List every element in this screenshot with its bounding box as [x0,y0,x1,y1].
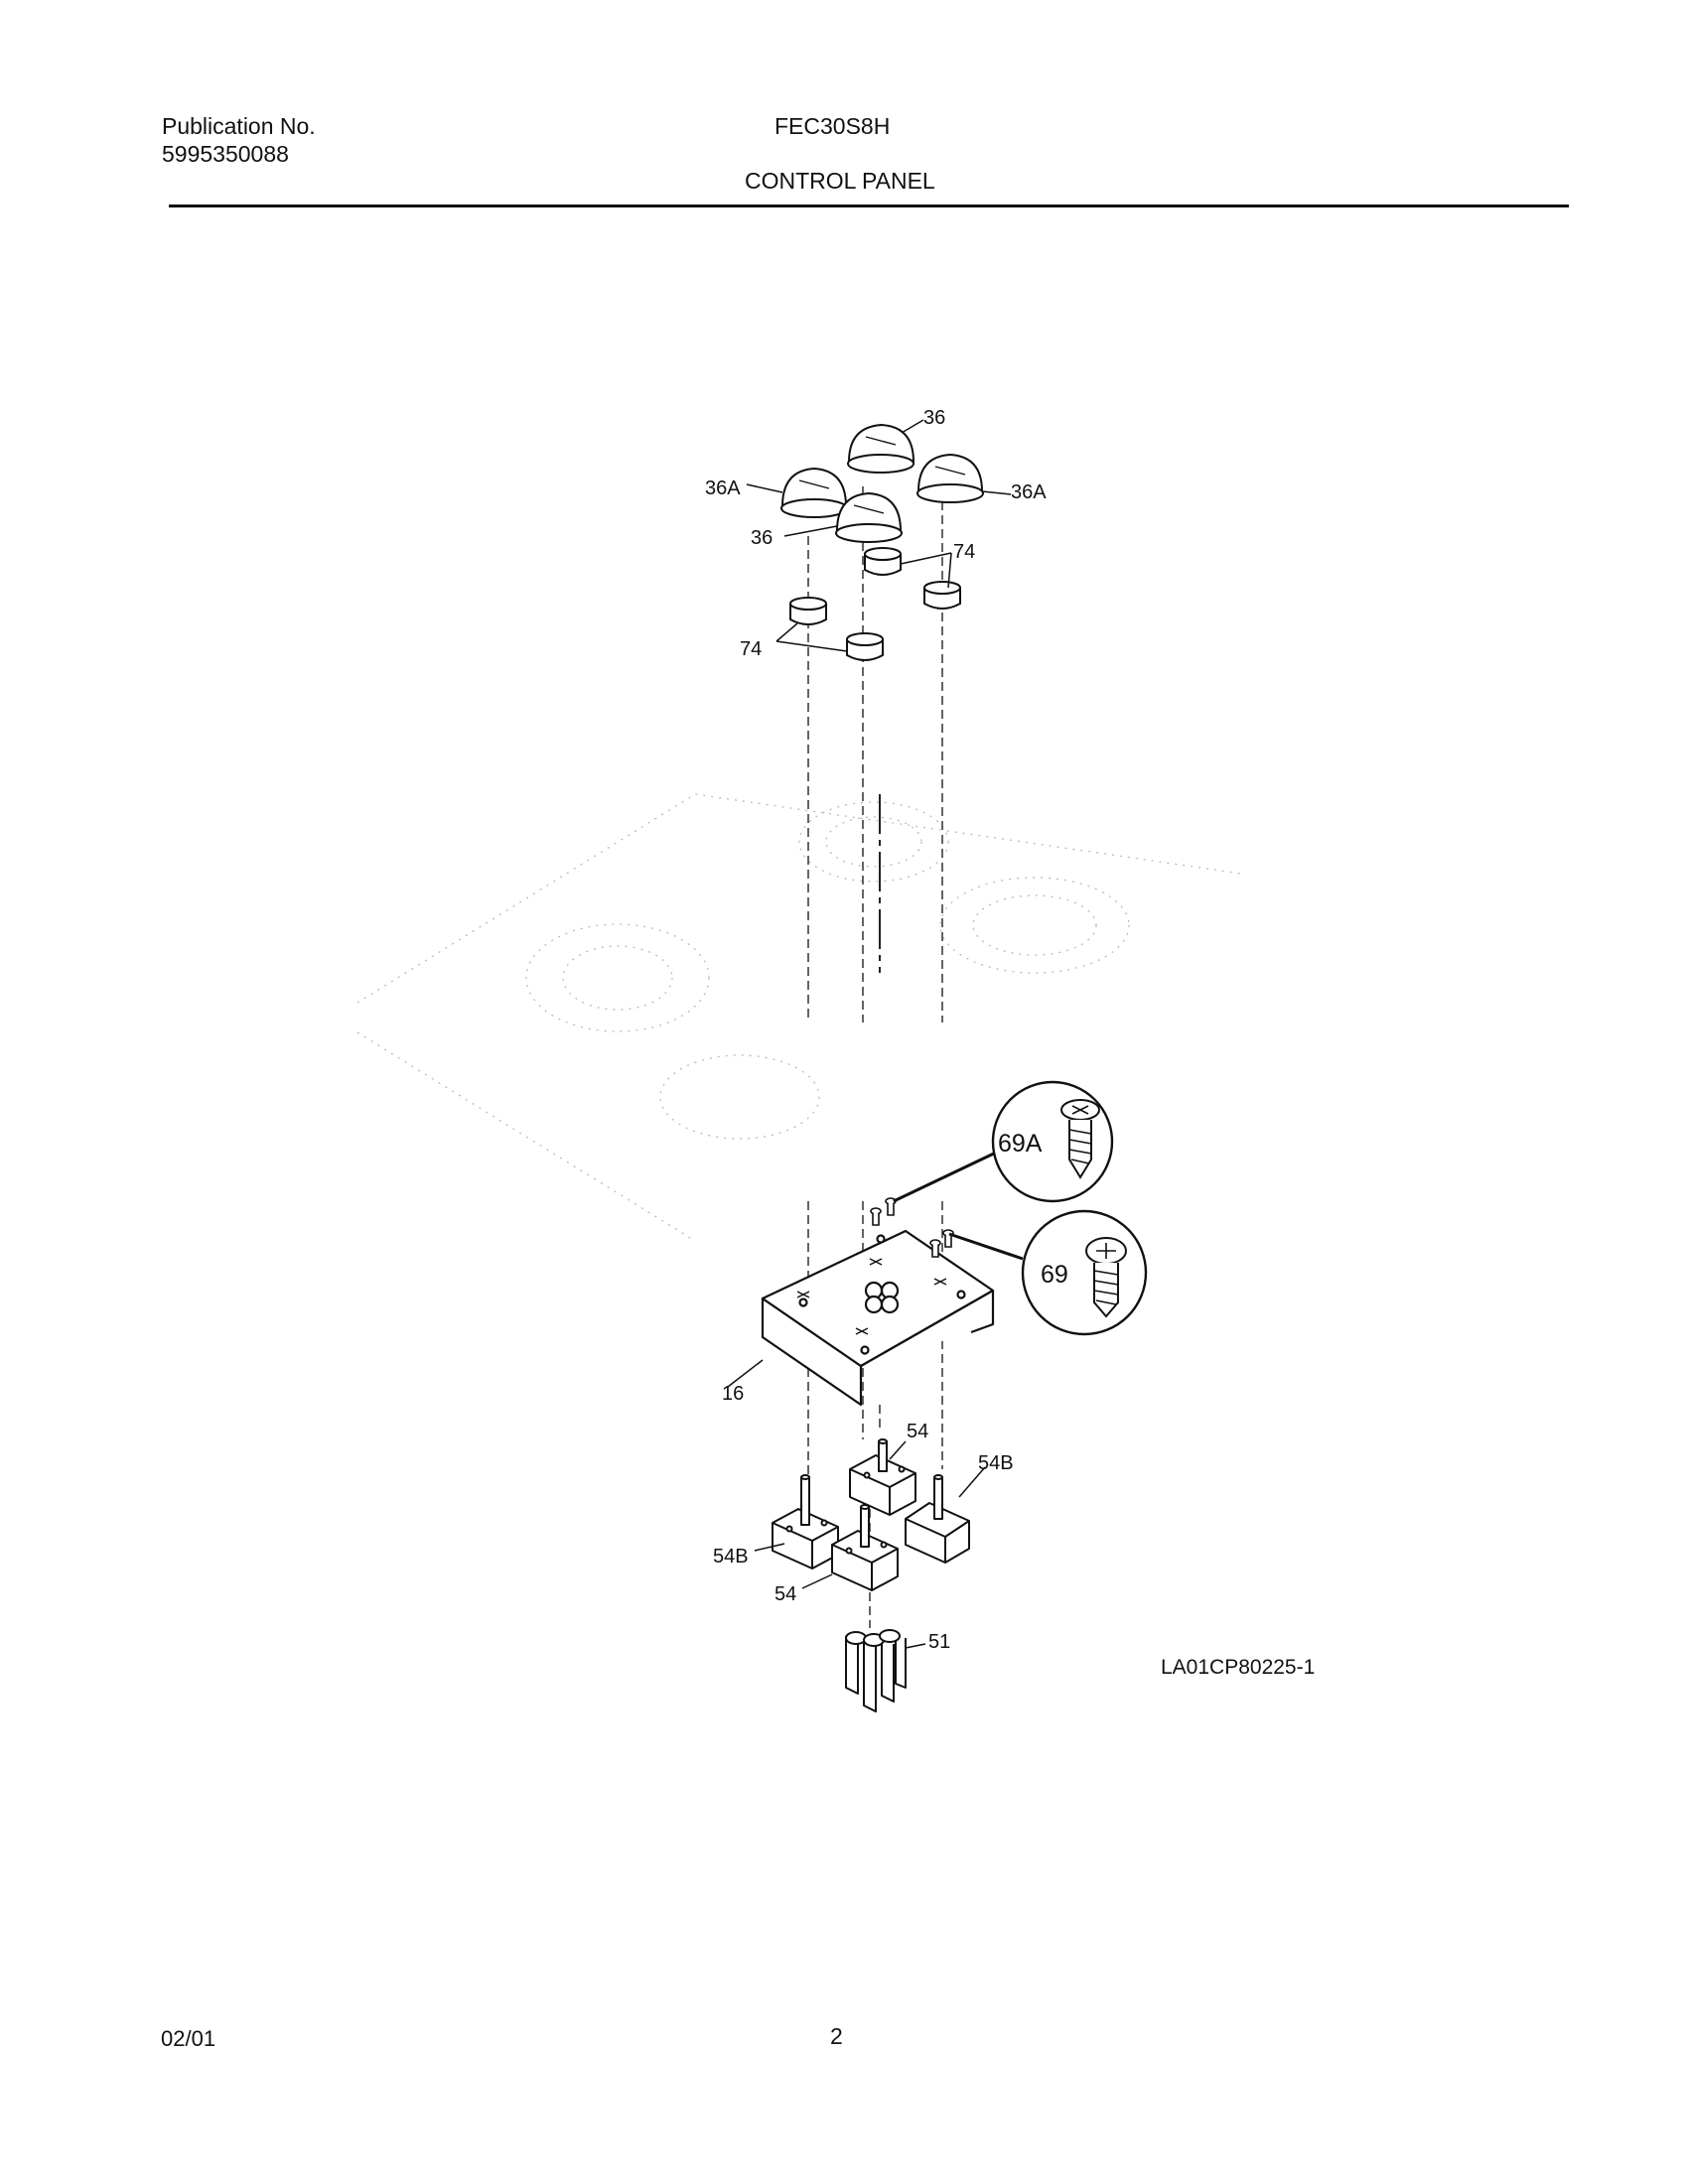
footer-date: 02/01 [161,2026,216,2051]
callout-74-lower: 74 [740,638,762,660]
screw-69a-detail-icon [1060,1099,1100,1179]
knob-36-front [835,491,903,543]
callout-51: 51 [928,1631,950,1653]
knob-36a-right [916,453,984,503]
callout-36-top: 36 [923,407,945,429]
publication-number: 5995350088 [162,141,289,167]
detail-circle-69a [893,1080,1114,1203]
callout-69a: 69A [998,1130,1043,1158]
callout-36a-right: 36A [1011,481,1047,503]
bezel-74-group [789,547,961,661]
callout-labels: 36 36A 36A 36 74 74 69A 69 16 54 54B 54B… [705,407,1068,1653]
screw-69-detail-icon [1085,1237,1127,1318]
switch-54b-left [772,1474,839,1570]
bezel-left [789,597,827,625]
knob-36-top [847,423,915,474]
cooktop-ghost-outline [356,793,1242,1242]
drawing-id: LA01CP80225-1 [1161,1656,1316,1679]
callout-16: 16 [722,1383,744,1405]
leader-lines [727,419,1012,1649]
publication-label: Publication No. [162,113,316,139]
callout-54-lower: 54 [774,1583,796,1605]
section-title: CONTROL PANEL [745,168,935,194]
model-number: FEC30S8H [774,113,891,139]
control-panel-bracket [761,1229,995,1407]
switch-54-lower [831,1504,899,1591]
page-number: 2 [830,2023,843,2049]
callout-36-front: 36 [751,527,773,549]
callout-54b-left: 54B [713,1546,749,1568]
callout-69: 69 [1041,1261,1068,1289]
bezel-lower-center [846,632,884,661]
callout-36a-left: 36A [705,478,741,499]
callout-54b-right: 54B [978,1452,1014,1474]
bezel-right [923,581,961,610]
callout-54-upper: 54 [907,1421,928,1442]
connector-51 [845,1629,907,1712]
switch-54-upper [849,1438,916,1516]
switch-54b-right [905,1474,970,1564]
detail-circle-69 [948,1209,1148,1336]
header-rule [169,205,1569,207]
knob-36a-left [780,467,848,518]
bezel-upper-center [864,547,902,576]
callout-74-upper: 74 [953,541,975,563]
